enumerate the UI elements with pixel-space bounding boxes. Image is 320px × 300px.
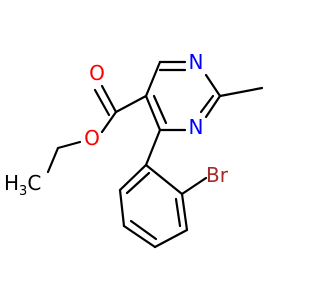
structure-canvas: O O N N Br H3C xyxy=(4,50,264,249)
bond-c2-n3-inner xyxy=(199,94,215,114)
bond-c5-c6 xyxy=(144,60,162,98)
bonds xyxy=(46,60,264,249)
bond-c4-c5 xyxy=(144,94,162,132)
bond-c4-phenyl xyxy=(144,128,162,167)
bond-ph4-ph5 xyxy=(153,228,189,249)
atom-o-ester: O xyxy=(84,126,100,150)
atom-ch3: H3C xyxy=(4,171,41,199)
atom-labels: O O N N Br H3C xyxy=(4,50,229,199)
bond-ph1-ph2 xyxy=(118,163,148,192)
atom-n1: N xyxy=(189,50,204,74)
bond-ph3-ph4-inner xyxy=(129,219,158,241)
atom-n3: N xyxy=(189,115,204,139)
ch3-c: C xyxy=(27,171,41,195)
bond-c5-carbonyl xyxy=(114,94,148,114)
bond-n1-c2 xyxy=(204,73,222,98)
bond-ph6-br xyxy=(180,176,208,196)
bond-ph3-ph4 xyxy=(122,224,157,249)
bond-ph5-ph6 xyxy=(180,192,189,232)
bond-ch2-ch3 xyxy=(46,146,60,174)
bond-carbonyl-oester xyxy=(100,110,118,134)
bond-ph5-ph6-inner xyxy=(174,197,182,228)
bond-ph2-ph3 xyxy=(118,188,126,228)
atom-o-carbonyl: O xyxy=(89,61,105,85)
bond-carbonyl-o xyxy=(100,84,118,114)
bond-c2-n3 xyxy=(204,94,222,119)
bond-ph1-ph2-inner xyxy=(125,171,151,195)
bond-ph6-ph1 xyxy=(144,163,184,196)
ch3-subscript: 3 xyxy=(19,184,27,199)
bond-c2-methyl xyxy=(218,86,264,98)
bond-c4-c5-inner xyxy=(152,94,168,125)
bond-carbonyl-o-inner xyxy=(93,88,111,117)
bond-oester-ch2 xyxy=(56,140,82,150)
ch3-h: H xyxy=(4,171,19,195)
atom-br: Br xyxy=(206,163,229,187)
